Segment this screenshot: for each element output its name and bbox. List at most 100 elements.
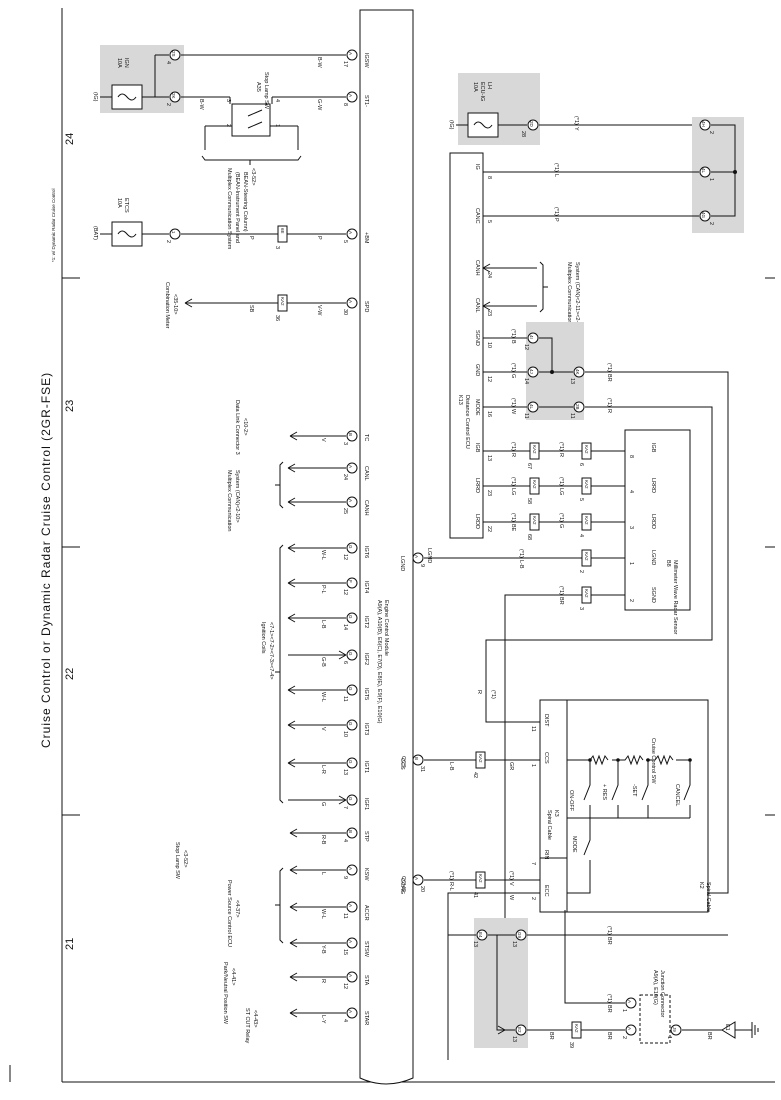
wire-tag: (*1) — [606, 398, 612, 407]
ecm-pin-connector — [346, 937, 358, 949]
conn-pin: 42 — [472, 772, 478, 778]
ecm-pin-conn: B — [348, 433, 353, 436]
conn-pin: 2 — [708, 131, 714, 134]
ecm-pin-conn: G — [348, 545, 353, 549]
wire-color: G — [320, 802, 326, 806]
switch-label: ON-OFF — [568, 790, 574, 812]
component-name: Distance Control ECU — [464, 395, 470, 449]
ecm-pin-label: +BM — [363, 232, 369, 244]
conn-pin: 4 — [165, 61, 171, 64]
connector — [699, 119, 711, 131]
conn-pin: 5 — [578, 498, 584, 501]
ecm-pin-label: IGT5 — [363, 688, 369, 700]
inline-connector — [581, 549, 592, 567]
ecm-pin-number: 4 — [342, 1019, 348, 1022]
ecm-pin-conn: G — [348, 652, 353, 656]
conn-pin: 3 — [578, 607, 584, 610]
ecm-pin-label: IGSW — [363, 53, 369, 68]
ecm-pin-conn: F — [348, 580, 353, 583]
ecm-pin-connector — [346, 542, 358, 554]
ref-label: Data Link Connector 3 — [234, 400, 240, 455]
ref-label: <4-43> — [252, 1010, 258, 1027]
bracket — [275, 544, 284, 804]
connector — [527, 366, 539, 378]
ecu-pin-number: 23 — [486, 490, 492, 496]
ecm-pin-label: CCHG — [399, 878, 405, 894]
arrow-wire — [482, 263, 537, 311]
wire-color: V — [320, 438, 326, 442]
ecm-pin-number: 9 — [342, 876, 348, 879]
connector — [515, 929, 527, 941]
splice-dot — [550, 370, 554, 374]
ecm-pin-label: STAR — [363, 1011, 369, 1025]
radar-pin-label: LRDD — [650, 514, 656, 529]
wire-color: BE — [510, 524, 516, 532]
ecm-pin-label: ST1- — [363, 95, 369, 107]
fuse-amps: 10A — [116, 58, 122, 68]
ecm-pin-number: 3 — [342, 442, 348, 445]
component-name: Junction Connector — [659, 970, 665, 1018]
connector — [169, 91, 181, 103]
conn-code: KA2 — [532, 480, 537, 489]
ecm-pin-label: IGT6 — [363, 546, 369, 558]
ecm-pin-connector — [346, 971, 358, 983]
wire-color: W-L — [320, 550, 326, 560]
ecm-pin-number: 7 — [342, 806, 348, 809]
ecm-pin-number: 15 — [342, 949, 348, 955]
arrow — [287, 685, 296, 695]
splice-dot — [688, 758, 692, 762]
wire-color: R-B — [320, 835, 326, 845]
ref-label: (BEAN-Instrument Panel and — [234, 172, 240, 243]
wire-color: BR — [606, 1032, 612, 1040]
ecu-pin-number: 24 — [486, 272, 492, 278]
conn-pin: 58 — [526, 498, 532, 504]
wire-tag: (*1) — [553, 163, 559, 172]
connector — [573, 401, 585, 413]
conn-pin: 3 — [274, 246, 280, 249]
switch-pin-number: 2 — [530, 897, 536, 900]
component-code: A35 — [255, 82, 261, 92]
ecm-pin-conn: G — [348, 615, 353, 619]
ecm-pin-number: 4 — [342, 839, 348, 842]
inline-connector — [529, 477, 540, 495]
conn-code: A — [627, 1027, 632, 1030]
wire-color: W-L — [320, 909, 326, 919]
ecm-pin-label: IGT4 — [363, 581, 369, 593]
switch-pin-label: RIN — [543, 850, 549, 860]
connector — [699, 210, 711, 222]
conn-pin: 12 — [523, 344, 529, 350]
connector — [699, 166, 711, 178]
wire-color: P — [316, 236, 322, 240]
fuse-sub: LH — [486, 82, 492, 89]
coil-wires: W-LP-LL-BG-BW-LVL-RG — [287, 543, 347, 806]
inline-connector — [581, 477, 592, 495]
splice-dot — [646, 758, 650, 762]
ecm-pin-number: 12 — [342, 554, 348, 560]
ecu-pin-number: 13 — [486, 455, 492, 461]
wire-color: B-W — [316, 57, 322, 69]
ecm-pin-label: KSW — [363, 868, 369, 881]
ecm-pin-connector — [412, 754, 424, 766]
ecm-pin-conn: A — [414, 555, 419, 558]
conn-code: KA2 — [532, 516, 537, 525]
radar-pin-label: SGND — [650, 587, 656, 603]
wire — [564, 910, 625, 1004]
wire-color: R — [320, 979, 326, 983]
ecm-pin-connector — [412, 874, 424, 886]
switch-pin-label: DIST — [543, 714, 549, 727]
ecm-pin-number: 12 — [342, 983, 348, 989]
wire-color: G-B — [320, 657, 326, 667]
ecm-pin-conn: G — [348, 722, 353, 726]
bracket — [275, 867, 284, 944]
switch-label: CANCEL — [674, 784, 680, 806]
inline-connector — [475, 751, 486, 769]
ecm-block — [359, 9, 414, 1085]
wire-color: V — [508, 882, 514, 886]
ecm-pin-connector — [346, 462, 358, 474]
connector — [670, 1024, 682, 1036]
ecm-pin-connector — [346, 49, 358, 61]
